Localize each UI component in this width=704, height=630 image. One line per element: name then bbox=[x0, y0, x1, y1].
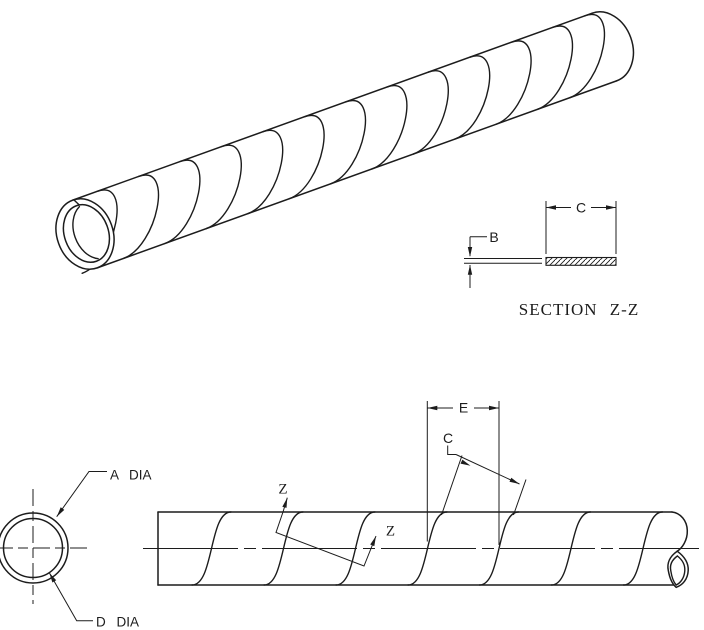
spiral-wrap-arcs bbox=[81, 13, 606, 274]
isometric-view bbox=[55, 11, 635, 274]
dim-e-label: E bbox=[459, 400, 468, 416]
side-view: E C Z Z bbox=[143, 400, 699, 589]
a-dia-label: A DIA bbox=[110, 468, 152, 483]
side-open-end bbox=[667, 511, 689, 589]
inner-circle bbox=[2, 517, 64, 579]
c-dimension-side: C bbox=[441, 430, 527, 516]
section-cut-line-z: Z Z bbox=[275, 482, 395, 567]
c-dimension-section: C bbox=[545, 200, 617, 254]
d-dia-label: D DIA bbox=[96, 615, 139, 630]
leader-d-dia: D DIA bbox=[48, 572, 139, 630]
section-view: C B SECTION Z-Z bbox=[464, 200, 639, 319]
leader-a-dia: A DIA bbox=[56, 468, 152, 517]
tube-bottom-edge bbox=[96, 80, 618, 269]
tube-far-end-cap bbox=[591, 11, 635, 82]
b-dimension: B bbox=[467, 229, 499, 288]
dim-c-section-label: C bbox=[576, 200, 586, 216]
z-mark-first-label: Z bbox=[278, 482, 287, 498]
dim-c-side-label: C bbox=[443, 430, 453, 446]
tube-top-edge bbox=[72, 12, 593, 201]
side-spiral-curves bbox=[191, 511, 664, 586]
strip-edge-tick-left bbox=[441, 455, 463, 516]
bore-far-wall-arc bbox=[72, 205, 99, 260]
z-mark-second-label: Z bbox=[386, 524, 395, 540]
section-title: SECTION Z-Z bbox=[519, 300, 639, 319]
hatched-strip-section bbox=[545, 256, 617, 266]
wrap-seam-line bbox=[73, 199, 81, 206]
end-view: A DIA D DIA bbox=[0, 468, 152, 630]
end-face-ring bbox=[55, 198, 115, 270]
strip-edge-tick-right bbox=[513, 479, 527, 516]
outer-circle bbox=[0, 512, 69, 584]
dim-b-label: B bbox=[489, 229, 498, 245]
end-face-inner-ellipse bbox=[62, 204, 111, 263]
e-dimension: E bbox=[426, 400, 500, 545]
